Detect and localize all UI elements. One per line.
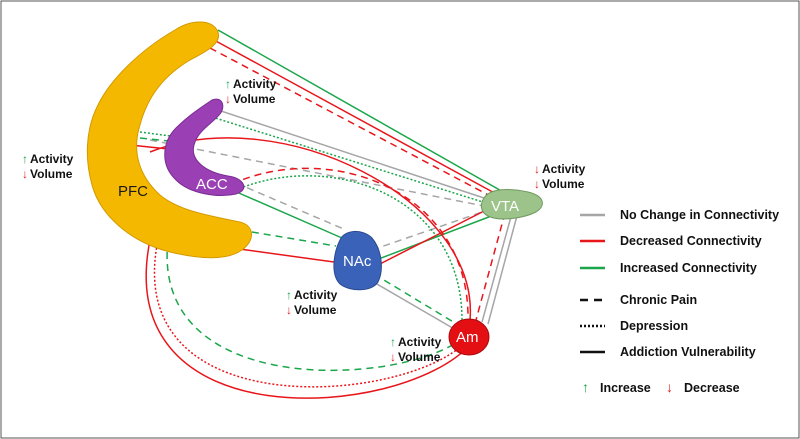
vta-region (480, 189, 543, 220)
vta-activity-text: Activity (542, 162, 586, 176)
am-annotation: ↑ Activity ↓ Volume (390, 335, 442, 364)
legend: No Change in Connectivity Decreased Conn… (580, 208, 779, 395)
vta-annotation: ↓ Activity ↓ Volume (534, 162, 586, 191)
nac-am-increased-pain (373, 273, 461, 327)
acc-am-increased-depression (235, 175, 463, 321)
legend-addiction: Addiction Vulnerability (620, 345, 756, 359)
pfc-region (86, 21, 252, 259)
pfc-label: PFC (118, 183, 148, 200)
acc-volume-text: Volume (233, 92, 276, 106)
nac-annotation: ↑ Activity ↓ Volume (286, 288, 338, 317)
nac-vta-decreased (371, 207, 491, 269)
nac-vta-nochange-pain (371, 209, 489, 251)
legend-decrease: Decrease (684, 381, 740, 395)
am-region (448, 318, 490, 356)
nac-up-arrow: ↑ (286, 288, 292, 302)
pfc-am-increased-pain (166, 239, 461, 372)
legend-increase: Increase (600, 381, 651, 395)
nac-down-arrow: ↓ (286, 303, 292, 317)
pfc-vta-decreased-addiction (213, 39, 501, 197)
pfc-activity-text: Activity (30, 152, 74, 166)
pfc-nac-decreased-addiction (231, 247, 335, 263)
vta-am-nochange (481, 212, 513, 323)
am-volume-text: Volume (398, 350, 441, 364)
legend-increased: Increased Connectivity (620, 261, 757, 275)
vta-down-arrow-2: ↓ (534, 177, 540, 191)
connections (129, 29, 519, 399)
acc-nac-nochange-pain (235, 182, 347, 231)
acc-annotation: ↑ Activity ↓ Volume (225, 77, 277, 106)
nac-activity-text: Activity (294, 288, 338, 302)
pfc-down-arrow: ↓ (22, 167, 28, 181)
vta-down-arrow-1: ↓ (534, 162, 540, 176)
legend-nochange: No Change in Connectivity (620, 208, 779, 222)
pfc-am-decreased-upper (149, 137, 471, 321)
pfc-nac-increased-pain (239, 229, 337, 247)
acc-vta-nochange (217, 109, 491, 201)
acc-region (164, 98, 245, 196)
vta-volume-text: Volume (542, 177, 585, 191)
acc-nac-increased (231, 189, 343, 239)
acc-activity-text: Activity (233, 77, 277, 91)
vta-label: VTA (491, 198, 519, 215)
pfc-up-arrow: ↑ (22, 152, 28, 166)
nac-volume-text: Volume (294, 303, 337, 317)
vta-am-nochange-2 (487, 211, 519, 325)
acc-down-arrow: ↓ (225, 92, 231, 106)
pfc-am-decreased-addiction (145, 239, 471, 399)
pfc-am-decreased-depression (154, 239, 466, 388)
pfc-annotation: ↑ Activity ↓ Volume (22, 152, 74, 181)
acc-vta-nochange-pain (149, 139, 485, 207)
am-label: Am (456, 329, 479, 346)
am-activity-text: Activity (398, 335, 442, 349)
nac-vta-increased (375, 214, 495, 261)
pfc-volume-text: Volume (30, 167, 73, 181)
pfc-vta-increased-addiction (217, 29, 506, 194)
am-down-arrow: ↓ (390, 350, 396, 364)
legend-depression: Depression (620, 319, 688, 333)
nac-region (333, 231, 382, 291)
nac-label: NAc (343, 253, 372, 270)
legend-increase-arrow: ↑ (582, 379, 589, 395)
acc-label: ACC (196, 176, 228, 193)
acc-up-arrow: ↑ (225, 77, 231, 91)
pfc-acc-increased-pain (139, 137, 179, 143)
am-up-arrow: ↑ (390, 335, 396, 349)
pfc-vta-decreased-pain (209, 47, 497, 200)
legend-decreased: Decreased Connectivity (620, 234, 762, 248)
vta-am-decreased-pain (475, 212, 506, 321)
legend-decrease-arrow: ↓ (666, 379, 673, 395)
nac-am-nochange (369, 279, 457, 331)
legend-chronic-pain: Chronic Pain (620, 293, 697, 307)
